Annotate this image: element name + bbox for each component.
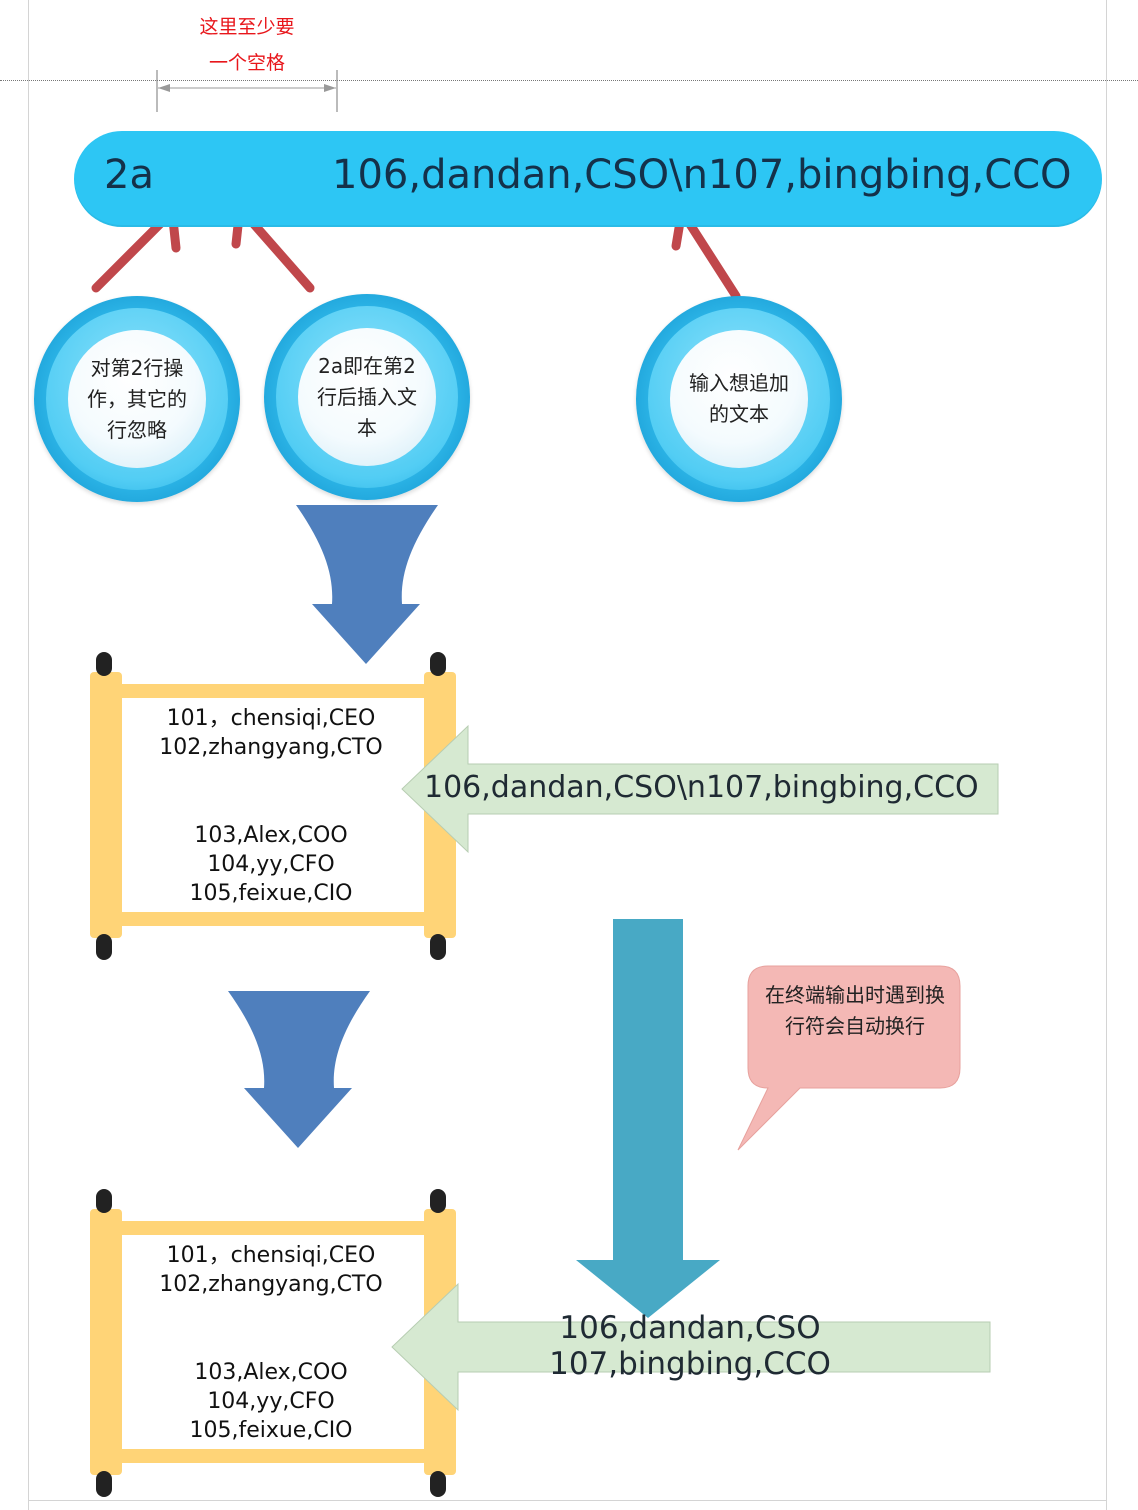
scroll-bottom-lines-a: 101，chensiqi,CEO 102,zhangyang,CTO <box>121 1241 421 1299</box>
annotation-line-2: 一个空格 <box>208 52 285 74</box>
circle-note-3-text: 输入想追加的文本 <box>689 371 789 426</box>
circle-note-2-text: 2a即在第2行后插入文本 <box>317 353 417 440</box>
command-text: 106,dandan,CSO\n107,bingbing,CCO <box>332 152 1072 198</box>
insert-arrow-text: 106,dandan,CSO\n107,bingbing,CCO <box>424 770 979 805</box>
scroll-top-line: 104,yy,CFO <box>207 852 335 877</box>
circle-note-1-text: 对第2行操作，其它的行忽略 <box>87 355 187 442</box>
teal-down-arrow <box>576 919 720 1318</box>
frame-left-border <box>28 0 29 1510</box>
scroll-bottom-lines-b: 103,Alex,COO 104,yy,CFO 105,feixue,CIO <box>121 1358 421 1445</box>
frame-right-border <box>1106 0 1107 1510</box>
green-insert-arrow-2 <box>391 1282 991 1412</box>
sed-command-bar <box>74 131 1102 227</box>
blue-down-arrow-1 <box>296 505 438 664</box>
frame-bottom-border <box>28 1500 1107 1501</box>
dotted-guide-line <box>0 80 1138 81</box>
scroll-top-line: 103,Alex,COO <box>194 823 348 848</box>
scroll-bottom-line: 102,zhangyang,CTO <box>159 1272 383 1297</box>
scroll-bottom-line: 105,feixue,CIO <box>189 1418 353 1443</box>
space-dimension-marker <box>156 70 338 112</box>
result-line-2: 107,bingbing,CCO <box>549 1346 831 1382</box>
scroll-top-line: 101，chensiqi,CEO <box>166 706 376 731</box>
command-address: 2a <box>104 152 154 198</box>
scroll-bottom-line: 103,Alex,COO <box>194 1360 348 1385</box>
bubble-text: 在终端输出时遇到换行符会自动换行 <box>765 983 945 1038</box>
blue-down-arrow-2 <box>228 991 370 1148</box>
annotation-line-1: 这里至少要 <box>199 16 295 38</box>
scroll-top-lines-b: 103,Alex,COO 104,yy,CFO 105,feixue,CIO <box>121 821 421 908</box>
circle-note-1: 对第2行操作，其它的行忽略 <box>34 296 240 502</box>
scroll-top-graphic <box>90 652 456 960</box>
scroll-top-lines-a: 101，chensiqi,CEO 102,zhangyang,CTO <box>121 704 421 762</box>
scroll-top-line: 105,feixue,CIO <box>189 881 353 906</box>
scroll-bottom-line: 104,yy,CFO <box>207 1389 335 1414</box>
scroll-bottom-line: 101，chensiqi,CEO <box>166 1243 376 1268</box>
circle-note-3: 输入想追加的文本 <box>636 296 842 502</box>
result-line-1: 106,dandan,CSO <box>559 1310 821 1346</box>
circle-note-2: 2a即在第2行后插入文本 <box>264 294 470 500</box>
speech-bubble <box>737 965 961 1151</box>
green-insert-arrow-1 <box>401 724 999 854</box>
scroll-top-line: 102,zhangyang,CTO <box>159 735 383 760</box>
